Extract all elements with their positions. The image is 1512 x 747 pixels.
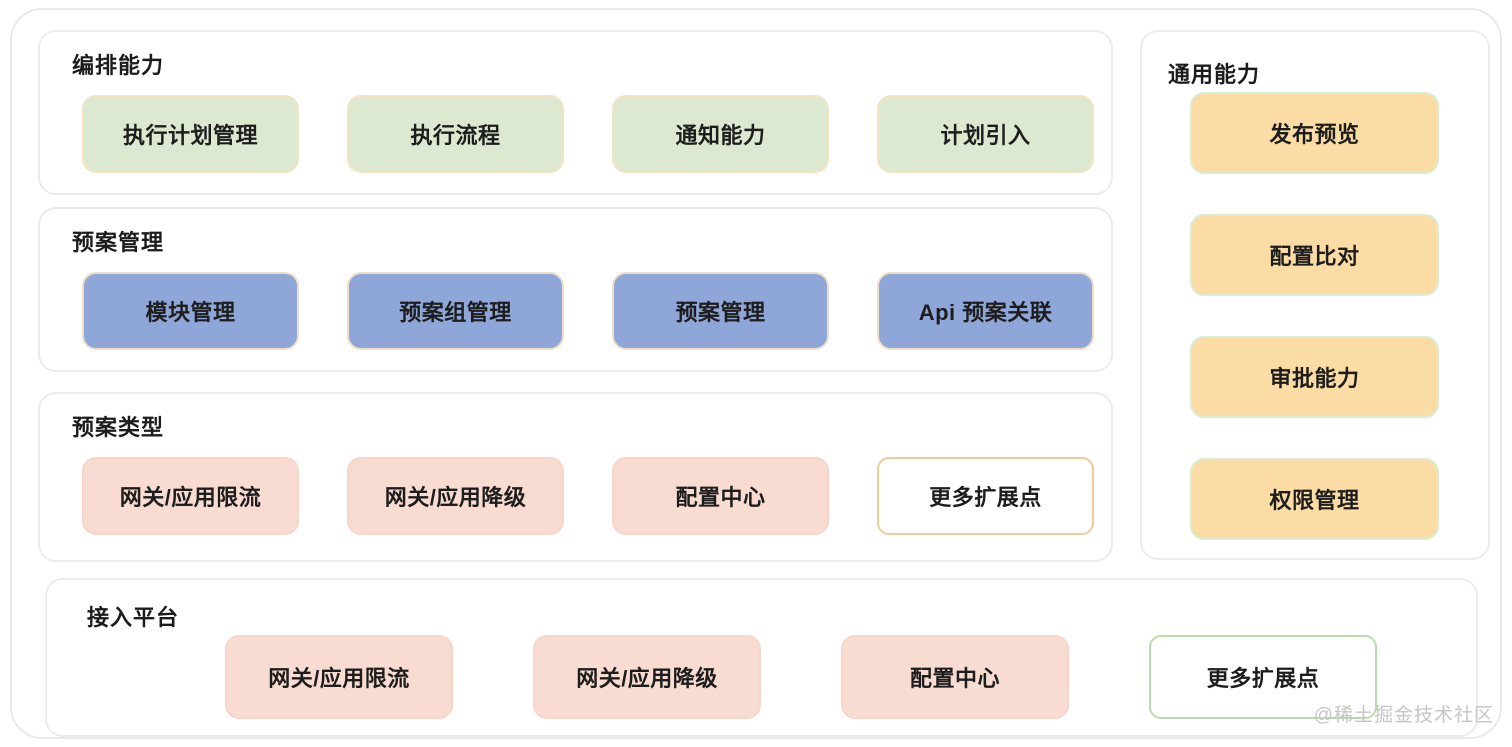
card-plan-group-management: 预案组管理: [347, 272, 564, 350]
section-access-platform: 接入平台 网关/应用限流 网关/应用降级 配置中心 更多扩展点: [45, 578, 1478, 737]
section-common-capabilities: 通用能力 发布预览 配置比对 审批能力 权限管理: [1140, 30, 1490, 560]
section-title: 预案类型: [72, 415, 165, 440]
section-title: 接入平台: [87, 605, 180, 630]
plan-types-card-row: 网关/应用限流 网关/应用降级 配置中心 更多扩展点: [82, 457, 1094, 535]
card-publish-preview: 发布预览: [1190, 92, 1439, 174]
card-api-plan-association: Api 预案关联: [877, 272, 1094, 350]
section-title: 编排能力: [72, 53, 165, 78]
outer-frame: [10, 8, 1502, 739]
section-plan-management: 预案管理 模块管理 预案组管理 预案管理 Api 预案关联: [38, 207, 1113, 372]
card-module-management: 模块管理: [82, 272, 299, 350]
access-platform-card-row: 网关/应用限流 网关/应用降级 配置中心 更多扩展点: [225, 635, 1377, 719]
card-config-compare: 配置比对: [1190, 214, 1439, 296]
plan-management-card-row: 模块管理 预案组管理 预案管理 Api 预案关联: [82, 272, 1094, 350]
card-gateway-app-rate-limit: 网关/应用限流: [82, 457, 299, 535]
card-approval-capability: 审批能力: [1190, 336, 1439, 418]
card-permission-management: 权限管理: [1190, 458, 1439, 540]
section-title: 通用能力: [1168, 62, 1261, 87]
section-orchestration: 编排能力 执行计划管理 执行流程 通知能力 计划引入: [38, 30, 1113, 195]
orchestration-card-row: 执行计划管理 执行流程 通知能力 计划引入: [82, 95, 1094, 173]
card-plan-management: 预案管理: [612, 272, 829, 350]
card-gateway-app-degrade: 网关/应用降级: [347, 457, 564, 535]
card-plan-import: 计划引入: [877, 95, 1094, 173]
section-plan-types: 预案类型 网关/应用限流 网关/应用降级 配置中心 更多扩展点: [38, 392, 1113, 562]
card-platform-gateway-app-rate-limit: 网关/应用限流: [225, 635, 453, 719]
card-exec-flow: 执行流程: [347, 95, 564, 173]
card-platform-gateway-app-degrade: 网关/应用降级: [533, 635, 761, 719]
section-title: 预案管理: [72, 230, 165, 255]
card-more-extension-points: 更多扩展点: [877, 457, 1094, 535]
common-capabilities-card-column: 发布预览 配置比对 审批能力 权限管理: [1190, 92, 1439, 540]
watermark: @稀土掘金技术社区: [1313, 705, 1494, 726]
card-notification-capability: 通知能力: [612, 95, 829, 173]
card-platform-config-center: 配置中心: [841, 635, 1069, 719]
card-exec-plan-management: 执行计划管理: [82, 95, 299, 173]
card-config-center: 配置中心: [612, 457, 829, 535]
card-platform-more-extension-points: 更多扩展点: [1149, 635, 1377, 719]
